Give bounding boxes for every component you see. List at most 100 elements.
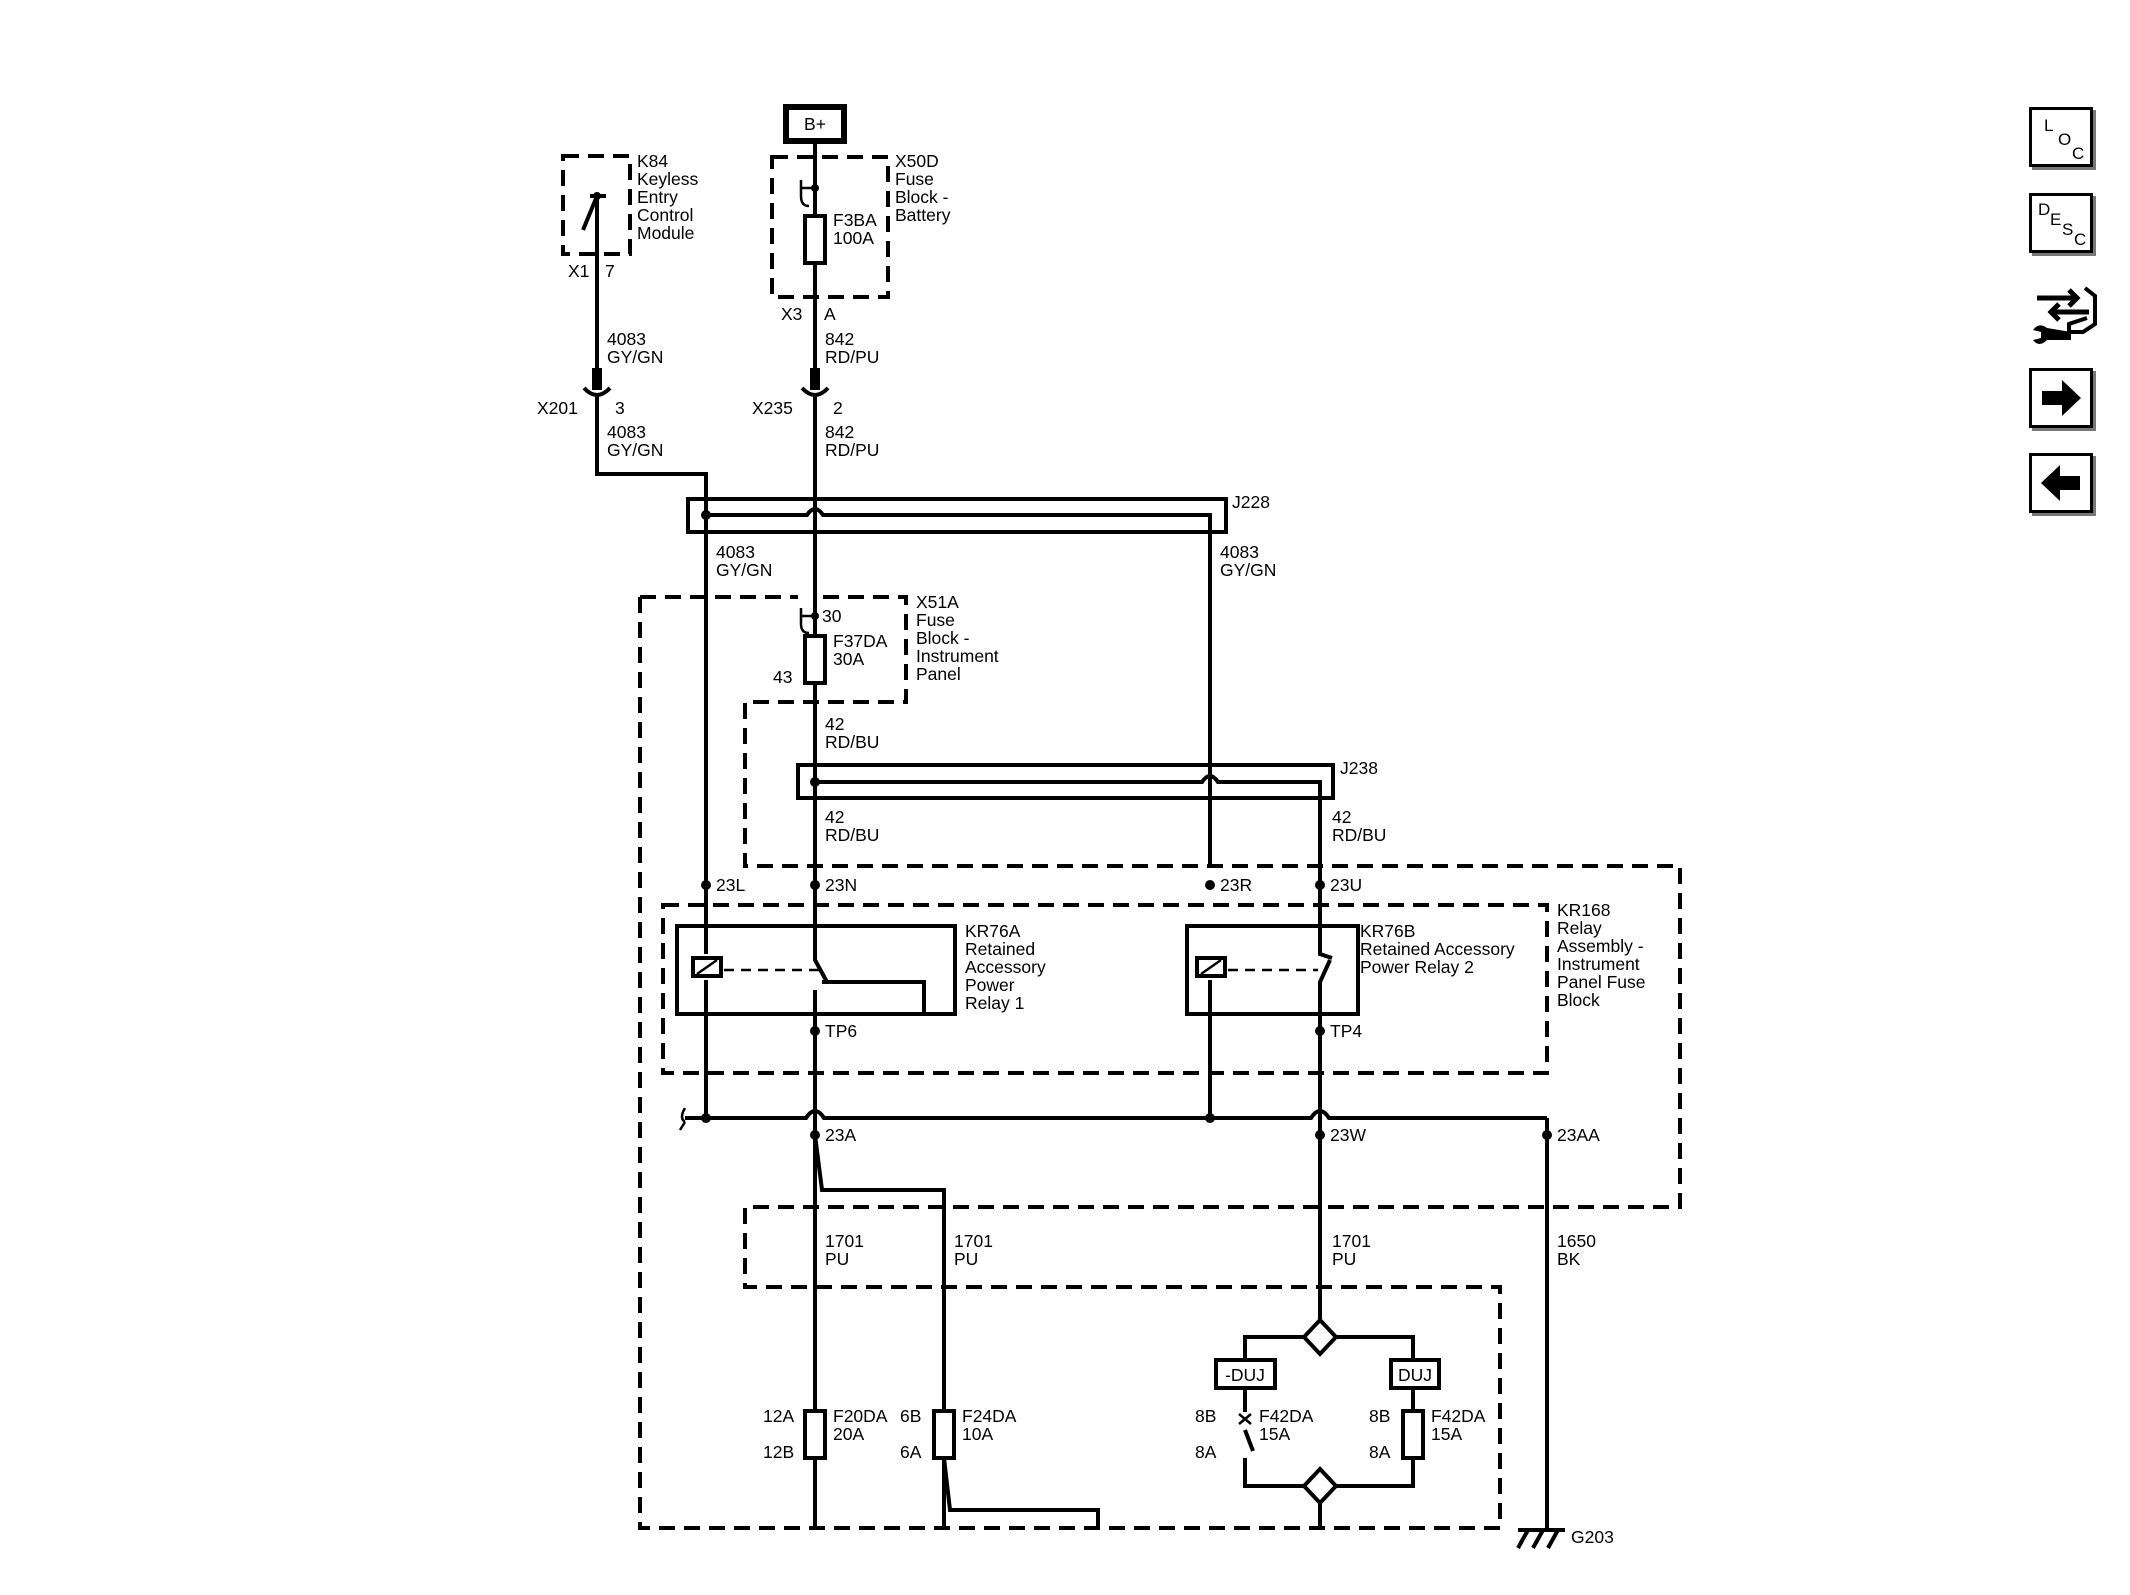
f42da-left-id: F42DA — [1259, 1406, 1314, 1426]
w42-c-color: RD/BU — [1332, 825, 1386, 845]
arrow-right-icon — [2042, 380, 2081, 416]
w1701-b-circuit: 1701 — [954, 1231, 993, 1251]
w42-a-circuit: 42 — [825, 714, 844, 734]
f42da-left-pin-out: 8A — [1195, 1442, 1217, 1462]
desc-letter-s: S — [2062, 220, 2074, 239]
w1701-c-circuit: 1701 — [1332, 1231, 1371, 1251]
w4083-left-circuit: 4083 — [716, 542, 755, 562]
pin-23n: 23N — [825, 875, 857, 895]
x50d-name-line1: Fuse — [895, 169, 934, 189]
x50d-fuse-rating: 100A — [833, 228, 874, 248]
kr76b-name-line2: Power Relay 2 — [1360, 957, 1474, 977]
g203-label: G203 — [1571, 1527, 1614, 1547]
kr76a-name-line2: Accessory — [965, 957, 1046, 977]
x51a-name-line4: Panel — [916, 664, 961, 684]
pin-23aa: 23AA — [1557, 1125, 1600, 1145]
f20da-id: F20DA — [833, 1406, 888, 1426]
w1701-a-circuit: 1701 — [825, 1231, 864, 1251]
kr76a-id: KR76A — [965, 921, 1021, 941]
f20da-pin-in: 12A — [763, 1406, 794, 1426]
pin-23u: 23U — [1330, 875, 1362, 895]
x50d-name-line2: Block - — [895, 187, 949, 207]
f24da-rating: 10A — [962, 1424, 993, 1444]
ground-bus — [678, 1107, 1549, 1135]
x50d-connector: X3 — [781, 304, 802, 324]
battery-label: B+ — [804, 114, 826, 134]
w4083-top-color: GY/GN — [607, 347, 663, 367]
previous-button[interactable] — [2029, 453, 2093, 513]
w4083-right-color: GY/GN — [1220, 560, 1276, 580]
w842-mid-circuit: 842 — [825, 422, 854, 442]
x201-pin: 3 — [615, 398, 625, 418]
w4083-top-circuit: 4083 — [607, 329, 646, 349]
f42da-right-pin-in: 8B — [1369, 1406, 1390, 1426]
kr76a-relay: TP6 KR76A Retained Accessory Power Relay… — [675, 866, 1046, 1250]
tp6-label: TP6 — [825, 1021, 857, 1041]
x51a-name-line3: Instrument — [916, 646, 999, 666]
kr76a-name-line1: Retained — [965, 939, 1035, 959]
tp4-label: TP4 — [1330, 1021, 1362, 1041]
component-tool-button[interactable] — [2029, 278, 2101, 350]
x51a-name-line1: Fuse — [916, 610, 955, 630]
pin-23r: 23R — [1220, 875, 1252, 895]
location-button[interactable]: L O C — [2029, 107, 2093, 167]
w1701-b-color: PU — [954, 1249, 978, 1269]
w42-b-circuit: 42 — [825, 807, 844, 827]
w1701-a-color: PU — [825, 1249, 849, 1269]
pin-23a: 23A — [825, 1125, 856, 1145]
instrument-panel-fuse-block-outline — [638, 595, 1682, 1530]
x50d-pin: A — [824, 304, 836, 324]
w4083-left-color: GY/GN — [716, 560, 772, 580]
x51a-id: X51A — [916, 592, 959, 612]
f42da-right-option: DUJ — [1398, 1365, 1432, 1385]
kr76a-name-line3: Power — [965, 975, 1015, 995]
k84-name-line3: Control — [637, 205, 693, 225]
f42da-right-pin-out: 8A — [1369, 1442, 1391, 1462]
f24da-fuse: 6B 6A F24DA 10A — [900, 1406, 1100, 1530]
j228-label: J228 — [1232, 492, 1270, 512]
kr76b-relay: TP4 KR76B Retained Accessory Power Relay… — [1185, 866, 1515, 1118]
k84-keyless-entry-module: K84 Keyless Entry Control Module X1 7 — [561, 151, 699, 281]
f24da-id: F24DA — [962, 1406, 1017, 1426]
lower-wires: 1701 PU 1701 PU 1701 PU 1650 BK — [813, 1104, 1596, 1530]
loc-letter-l: L — [2044, 116, 2054, 135]
relay-input-pins: 23L 23N 23R 23U — [701, 875, 1362, 895]
w42-c-circuit: 42 — [1332, 807, 1351, 827]
k84-pin: 7 — [605, 261, 615, 281]
x51a-fuse-id: F37DA — [833, 631, 888, 651]
k84-connector: X1 — [568, 261, 589, 281]
loc-letter-o: O — [2058, 130, 2072, 149]
w842-top-circuit: 842 — [825, 329, 854, 349]
f24da-pin-in: 6B — [900, 1406, 921, 1426]
x51a-fuse-rating: 30A — [833, 649, 864, 669]
desc-letter-e: E — [2050, 210, 2062, 229]
k84-name-line2: Entry — [637, 187, 678, 207]
pin-23w: 23W — [1330, 1125, 1366, 1145]
x235-id: X235 — [752, 398, 793, 418]
x51a-fuse-block-instrument-panel: 30 F37DA 30A 43 X51A Fuse Block - Instru… — [773, 592, 999, 752]
x50d-fuse-block-battery: X50D Fuse Block - Battery F3BA 100A X3 A — [770, 141, 951, 380]
f42da-right-id: F42DA — [1431, 1406, 1486, 1426]
description-button[interactable]: D E S C — [2029, 193, 2093, 253]
next-button[interactable] — [2029, 368, 2093, 428]
desc-letter-c: C — [2074, 230, 2087, 249]
w42-a-color: RD/BU — [825, 732, 879, 752]
kr76a-name-line4: Relay 1 — [965, 993, 1024, 1013]
g203-ground: G203 — [1516, 1527, 1614, 1549]
output-pins: 23A 23W 23AA — [810, 1125, 1600, 1145]
x201-id: X201 — [537, 398, 578, 418]
w42-b-color: RD/BU — [825, 825, 879, 845]
w842-top-color: RD/PU — [825, 347, 879, 367]
f42da-left-pin-in: 8B — [1195, 1406, 1216, 1426]
k84-name-line4: Module — [637, 223, 694, 243]
f20da-rating: 20A — [833, 1424, 864, 1444]
x50d-fuse-id: F3BA — [833, 210, 877, 230]
w4083-right-circuit: 4083 — [1220, 542, 1259, 562]
battery-positive: B+ — [783, 104, 847, 144]
x51a-pin-out: 43 — [773, 667, 792, 687]
desc-letter-d: D — [2038, 200, 2051, 219]
w842-mid-color: RD/PU — [825, 440, 879, 460]
x235-pin: 2 — [833, 398, 843, 418]
kr168-name-line1: Relay — [1557, 918, 1602, 938]
